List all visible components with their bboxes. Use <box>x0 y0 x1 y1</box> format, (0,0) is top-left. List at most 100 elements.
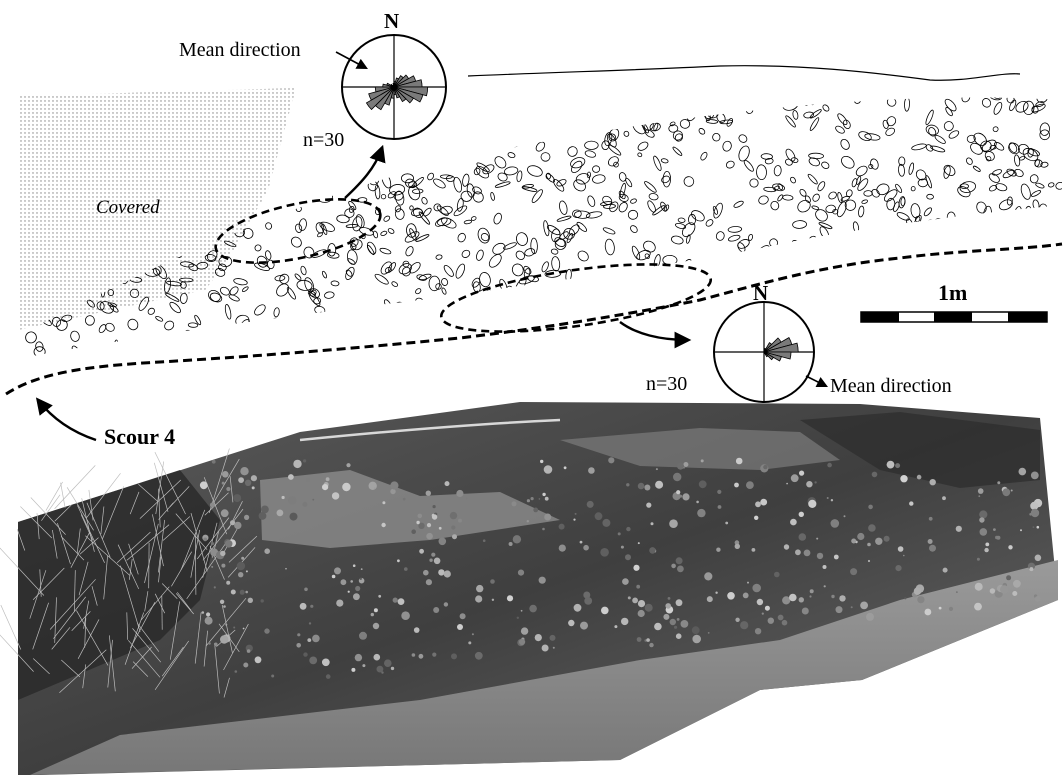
gravel-clast <box>126 317 140 331</box>
gravel-clast <box>284 138 296 149</box>
pebble <box>903 555 905 557</box>
gravel-clast <box>305 370 315 380</box>
gravel-clast <box>285 333 302 346</box>
pebble <box>300 603 307 610</box>
gravel-clast <box>996 231 1007 242</box>
gravel-clast <box>591 336 602 345</box>
ground-surface-line <box>468 66 1020 81</box>
gravel-clast <box>728 234 741 242</box>
pebble <box>429 559 432 562</box>
gravel-clast <box>617 201 629 214</box>
pebble <box>285 568 287 570</box>
gravel-clast <box>926 281 935 291</box>
pebble <box>1029 567 1033 571</box>
gravel-clast <box>750 270 762 280</box>
pebble <box>778 615 784 621</box>
gravel-clast <box>651 275 667 286</box>
pebble <box>942 496 946 500</box>
gravel-clast <box>461 306 469 317</box>
gravel-clast <box>235 314 251 328</box>
gravel-clast <box>488 304 498 316</box>
gravel-clast <box>72 77 79 86</box>
gravel-clast <box>698 127 706 135</box>
gravel-clast <box>618 91 634 109</box>
pebble <box>978 495 980 497</box>
gravel-clast <box>957 374 974 387</box>
gravel-clast <box>904 281 918 295</box>
pebble <box>757 599 763 605</box>
pebble <box>831 519 840 528</box>
gravel-clast <box>350 365 360 370</box>
gravel-clast <box>405 389 418 400</box>
gravel-clast <box>320 77 333 85</box>
gravel-clast <box>391 347 402 361</box>
gravel-clast <box>738 81 752 95</box>
gravel-clast <box>82 389 88 397</box>
pebble <box>1002 488 1010 496</box>
pebble <box>895 463 900 468</box>
pebble <box>802 608 809 615</box>
pebble <box>381 671 383 673</box>
gravel-clast <box>691 371 706 384</box>
arrow-upper <box>345 148 382 198</box>
gravel-clast <box>1028 248 1040 260</box>
gravel-clast <box>712 206 718 215</box>
pebble <box>303 459 306 462</box>
pebble <box>414 627 420 633</box>
pebble <box>646 503 651 508</box>
pebble <box>351 668 355 672</box>
gravel-clast <box>495 181 511 189</box>
pebble <box>259 512 267 520</box>
gravel-clast <box>778 291 788 305</box>
gravel-clast <box>1032 291 1044 303</box>
gravel-clast <box>459 359 469 365</box>
pebble <box>699 480 707 488</box>
gravel-clast <box>30 388 37 401</box>
pebble <box>220 600 224 604</box>
gravel-clast <box>604 239 615 256</box>
pebble <box>234 522 241 529</box>
gravel-clast <box>365 392 377 403</box>
gravel-clast <box>510 331 526 346</box>
gravel-clast <box>644 397 649 402</box>
scale-bar-label: 1m <box>938 280 967 305</box>
pebble <box>564 466 567 469</box>
gravel-clast <box>955 378 962 387</box>
gravel-clast <box>923 207 933 217</box>
pebble <box>472 633 474 635</box>
pebble <box>519 639 525 645</box>
gravel-clast <box>1018 377 1023 388</box>
pebble <box>416 521 419 524</box>
gravel-clast <box>997 376 1012 390</box>
pebble <box>244 515 249 520</box>
pebble <box>628 596 631 599</box>
gravel-clast <box>176 382 185 389</box>
pebble <box>492 599 494 601</box>
gravel-clast <box>504 166 519 176</box>
gravel-clast <box>150 75 162 87</box>
gravel-clast <box>538 375 545 381</box>
gravel-clast <box>327 111 334 118</box>
gravel-clast <box>617 277 624 288</box>
pebble <box>231 590 236 595</box>
pebble <box>203 538 207 542</box>
gravel-clast <box>367 180 378 192</box>
gravel-clast <box>318 311 327 324</box>
gravel-clast <box>422 207 432 217</box>
gravel-clast <box>7 379 13 385</box>
gravel-clast <box>492 314 501 324</box>
gravel-clast <box>619 293 633 306</box>
gravel-clast <box>118 81 133 90</box>
gravel-clast <box>155 315 164 322</box>
gravel-clast <box>328 165 342 177</box>
gravel-clast <box>1031 189 1042 197</box>
gravel-clast <box>728 226 742 233</box>
pebble <box>1031 472 1039 480</box>
gravel-clast <box>309 166 316 172</box>
gravel-clast <box>825 77 839 93</box>
pebble <box>403 498 406 501</box>
gravel-clast <box>493 302 504 313</box>
gravel-clast <box>750 75 762 86</box>
gravel-clast <box>983 382 994 391</box>
gravel-clast <box>383 299 392 310</box>
